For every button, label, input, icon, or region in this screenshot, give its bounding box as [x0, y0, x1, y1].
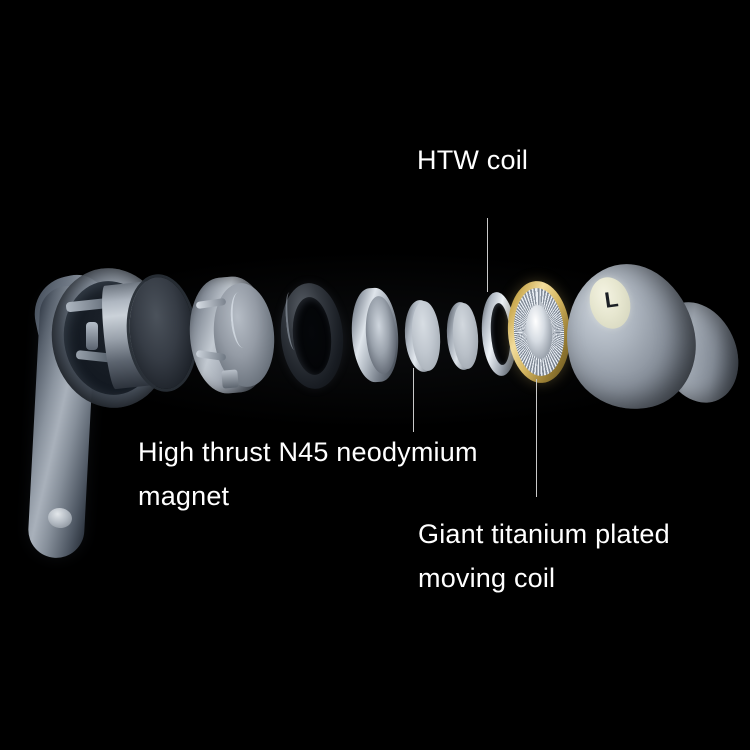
- leader-line-htw-coil: [487, 218, 488, 292]
- cage-frame-hook: [221, 369, 239, 389]
- earbud-channel-mark: L: [603, 286, 620, 313]
- annotation-neodymium-magnet: High thrust N45 neodymium magnet: [138, 430, 478, 518]
- annotation-magnet-line2: magnet: [138, 481, 230, 511]
- annotation-coil-line2: moving coil: [418, 563, 556, 593]
- annotation-htw-coil: HTW coil: [417, 138, 528, 182]
- annotation-htw-coil-line1: HTW coil: [417, 145, 529, 175]
- leader-line-magnet: [413, 368, 414, 432]
- housing-strut: [86, 322, 98, 350]
- annotation-magnet-line1: High thrust N45 neodymium: [138, 437, 478, 467]
- leader-line-moving-coil: [536, 379, 537, 497]
- annotation-coil-line1: Giant titanium plated: [418, 519, 670, 549]
- earbud-shell: [550, 250, 710, 424]
- annotation-moving-coil: Giant titanium plated moving coil: [418, 512, 670, 600]
